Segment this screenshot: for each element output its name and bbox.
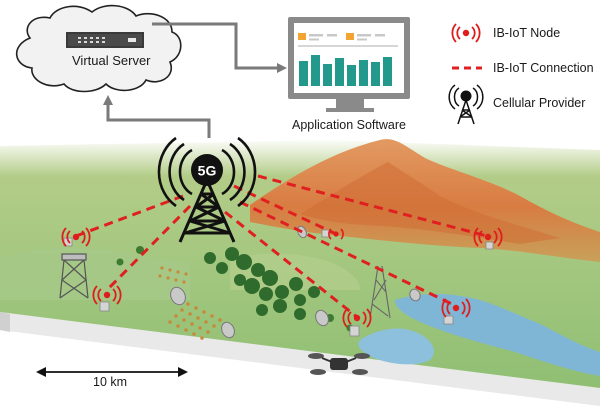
server-icon — [66, 32, 144, 48]
application-software-label: Application Software — [292, 118, 406, 132]
legend-cellular-provider-label: Cellular Provider — [493, 96, 585, 110]
tower-badge-label: 5G — [198, 163, 217, 179]
legend — [449, 24, 483, 124]
virtual-server-label: Virtual Server — [72, 53, 151, 68]
legend-cell-tower-icon — [449, 85, 483, 124]
legend-iot-connection-label: IB-IoT Connection — [493, 61, 594, 75]
scale-label: 10 km — [93, 375, 127, 389]
application-monitor — [288, 17, 410, 112]
tower-to-server-arrow — [108, 100, 209, 138]
legend-iot-node-label: IB-IoT Node — [493, 26, 560, 40]
virtual-server-cloud — [17, 6, 181, 92]
legend-iot-node-icon — [452, 24, 479, 42]
